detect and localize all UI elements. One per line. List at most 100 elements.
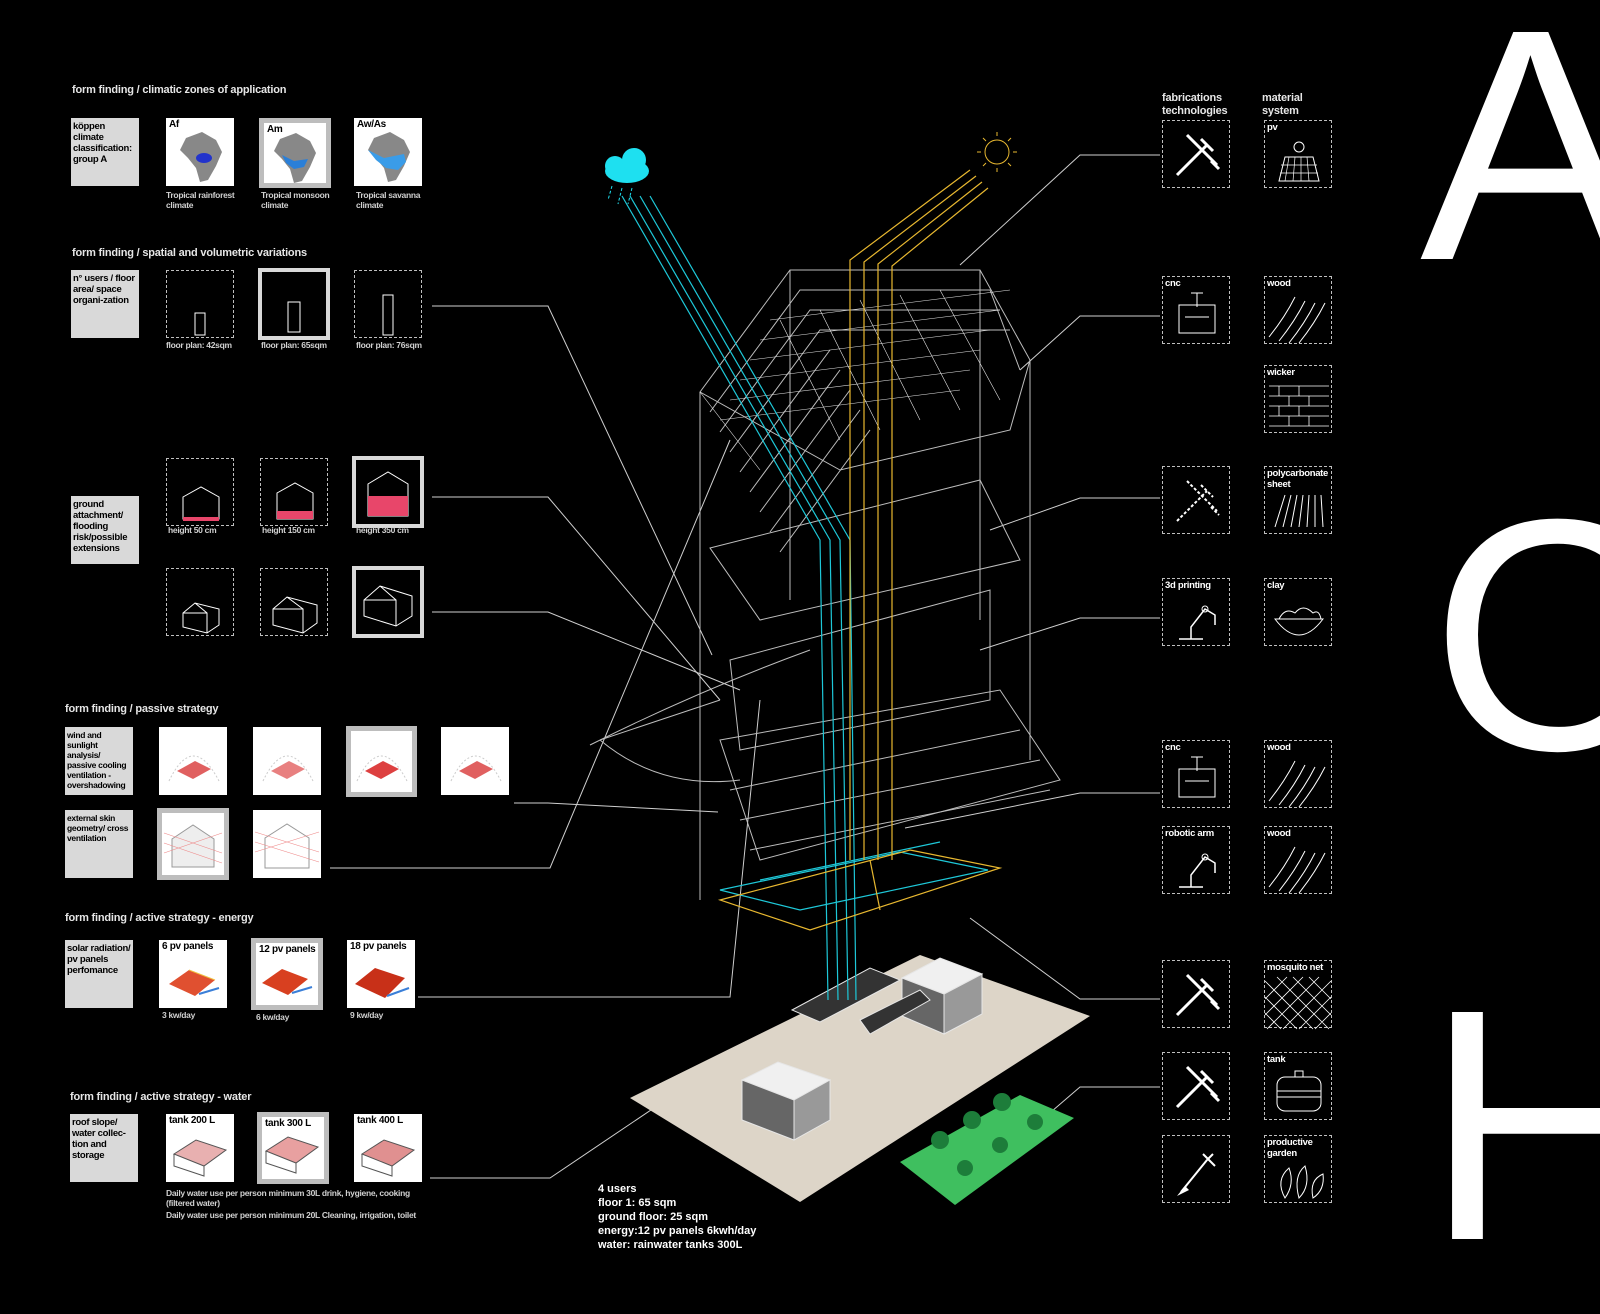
pv-tag: 6 pv panels xyxy=(162,941,214,952)
roof-collection-icon xyxy=(172,1139,228,1177)
fab-cnc[interactable]: cnc xyxy=(1162,276,1230,344)
wicker-icon xyxy=(1269,385,1329,427)
extension-medium[interactable] xyxy=(260,568,328,636)
sun-energy-lines xyxy=(717,169,1003,931)
water-title: form finding / active strategy - water xyxy=(70,1091,252,1103)
mat-mosquito-net[interactable]: mosquito net xyxy=(1264,960,1332,1030)
energy-label: solar radiation/ pv panels perfomance xyxy=(65,940,133,1008)
hammer-wrench-icon xyxy=(1175,1065,1221,1109)
solar-radiation-icon xyxy=(169,969,220,996)
solar-panel-icon xyxy=(1278,141,1320,182)
ground-caption: height 150 cm xyxy=(262,525,315,535)
mat-label: productive garden xyxy=(1267,1137,1313,1159)
mesh-net-icon xyxy=(1264,976,1332,1030)
africa-map-icon xyxy=(180,132,222,182)
summary-floor1: floor 1: 65 sqm xyxy=(598,1197,677,1209)
skin-geometry-2[interactable] xyxy=(253,810,321,878)
ground-height-150[interactable] xyxy=(260,458,328,526)
pv-option-12[interactable]: 12 pv panels xyxy=(251,938,323,1010)
pv-option-6[interactable]: 6 pv panels xyxy=(159,940,227,1008)
sun-analysis-icon xyxy=(450,755,502,782)
mat-polycarbonate[interactable]: polycarbonate sheet xyxy=(1264,466,1332,534)
fab-hand-tools[interactable] xyxy=(1162,120,1230,188)
floor-plan-42[interactable] xyxy=(166,270,234,338)
africa-map-icon xyxy=(274,133,316,183)
hammer-wrench-icon xyxy=(1176,480,1220,522)
extension-large[interactable] xyxy=(352,566,424,638)
fab-shovel[interactable] xyxy=(1162,1135,1230,1203)
tank-option-200[interactable]: tank 200 L xyxy=(166,1114,234,1182)
mat-label: wicker xyxy=(1267,367,1295,378)
clay-bowl-icon xyxy=(1273,607,1325,636)
big-letter-a: A xyxy=(1420,0,1600,329)
water-label: roof slope/ water collec-tion and storag… xyxy=(70,1114,138,1182)
fab-hand-tools-2[interactable] xyxy=(1162,466,1230,534)
mat-label: tank xyxy=(1267,1054,1286,1065)
floor-plan-76[interactable] xyxy=(354,270,422,338)
climate-caption: Tropical monsoon climate xyxy=(261,190,330,210)
mat-label: pv xyxy=(1267,122,1278,133)
house-section-icon xyxy=(276,482,314,520)
fab-cnc-2[interactable]: cnc xyxy=(1162,740,1230,808)
climate-thumb-aw[interactable]: Aw/As xyxy=(354,118,422,186)
extension-small[interactable] xyxy=(166,568,234,636)
mat-label: clay xyxy=(1267,580,1285,591)
skin-geometry-1[interactable] xyxy=(157,808,229,880)
climate-caption: Tropical savanna climate xyxy=(356,190,421,210)
house-section-icon xyxy=(182,486,220,521)
passive-analysis-3[interactable] xyxy=(346,726,417,797)
passive-analysis-4[interactable] xyxy=(441,727,509,795)
fab-header: fabrications technologies xyxy=(1162,92,1228,117)
big-letter-h: H xyxy=(1425,940,1600,1309)
fab-hand-tools-3[interactable] xyxy=(1162,960,1230,1028)
mat-wicker[interactable]: wicker xyxy=(1264,365,1332,433)
fab-hand-tools-4[interactable] xyxy=(1162,1052,1230,1120)
spatial-title: form finding / spatial and volumetric va… xyxy=(72,247,307,259)
summary-energy: energy:12 pv panels 6kwh/day xyxy=(598,1225,757,1237)
mat-productive-garden[interactable]: productive garden xyxy=(1264,1135,1332,1203)
climate-thumb-af[interactable]: Af xyxy=(166,118,234,186)
water-note-2: Daily water use per person minimum 20L C… xyxy=(166,1210,416,1220)
leaves-icon xyxy=(1280,1165,1324,1199)
polycarbonate-sheet-icon xyxy=(1274,494,1324,528)
pv-tag: 12 pv panels xyxy=(259,944,316,955)
pv-caption: 3 kw/day xyxy=(162,1010,196,1020)
sun-analysis-icon xyxy=(356,755,408,782)
tank-option-400[interactable]: tank 400 L xyxy=(354,1114,422,1182)
robot-arm-icon xyxy=(1179,605,1216,640)
passive-analysis-2[interactable] xyxy=(253,727,321,795)
floor-plan-icon xyxy=(382,294,394,336)
mat-tank[interactable]: tank xyxy=(1264,1052,1332,1120)
tank-option-300[interactable]: tank 300 L xyxy=(257,1112,329,1184)
climate-thumb-am[interactable]: Am xyxy=(259,118,331,188)
mat-label: wood xyxy=(1267,742,1291,753)
pv-caption: 9 kw/day xyxy=(350,1010,384,1020)
passive-analysis-1[interactable] xyxy=(159,727,227,795)
ground-height-50[interactable] xyxy=(166,458,234,526)
ground-height-350[interactable] xyxy=(352,456,424,528)
mat-wood-2[interactable]: wood xyxy=(1264,740,1332,808)
ground-caption: height 50 cm xyxy=(168,525,217,535)
cnc-machine-icon xyxy=(1178,292,1216,334)
mat-wood-3[interactable]: wood xyxy=(1264,826,1332,894)
tank-tag: tank 400 L xyxy=(357,1115,403,1126)
water-note-1: Daily water use per person minimum 30L d… xyxy=(166,1188,410,1208)
mat-label: wood xyxy=(1267,828,1291,839)
passive-label-1: wind and sunlight analysis/ passive cool… xyxy=(65,727,133,795)
mat-wood[interactable]: wood xyxy=(1264,276,1332,344)
fab-3d-printing[interactable]: 3d printing xyxy=(1162,578,1230,646)
mat-clay[interactable]: clay xyxy=(1264,578,1332,646)
climate-tag: Am xyxy=(267,124,283,135)
wood-grain-icon xyxy=(1268,760,1326,808)
floor-plan-icon xyxy=(194,312,206,336)
passive-title: form finding / passive strategy xyxy=(65,703,219,715)
hammer-wrench-icon xyxy=(1175,973,1221,1017)
pv-option-18[interactable]: 18 pv panels xyxy=(347,940,415,1008)
mat-pv[interactable]: pv xyxy=(1264,120,1332,188)
summary-ground-floor: ground floor: 25 sqm xyxy=(598,1211,708,1223)
floor-plan-65[interactable] xyxy=(258,268,330,340)
fab-robotic-arm[interactable]: robotic arm xyxy=(1162,826,1230,894)
house-section-icon xyxy=(367,471,409,517)
sun-analysis-icon xyxy=(262,755,314,782)
